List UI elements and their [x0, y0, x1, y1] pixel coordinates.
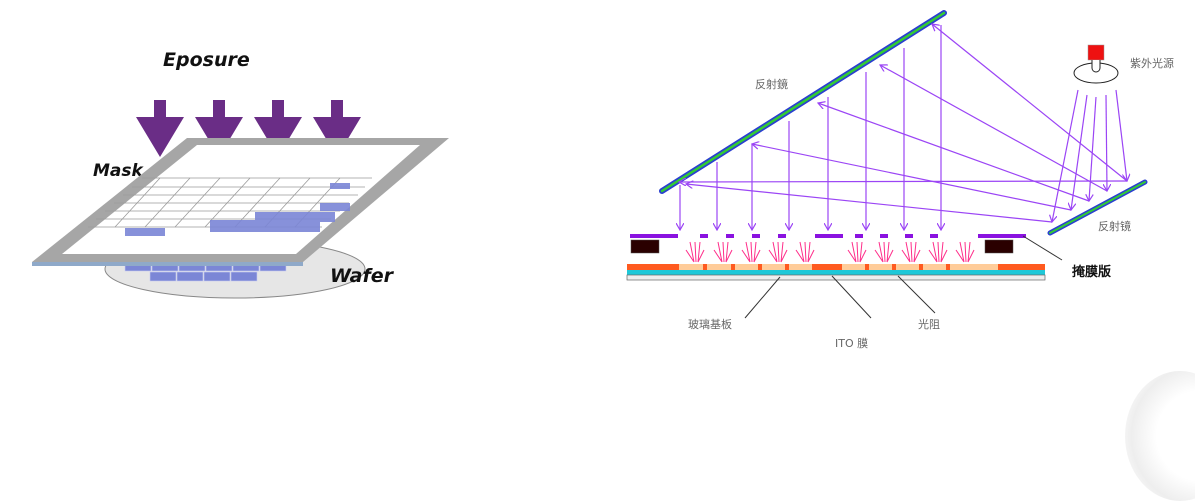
ito-film-label: ITO 膜: [835, 337, 868, 350]
wafer-label: Wafer: [330, 265, 395, 287]
exposure-light: [685, 241, 975, 263]
exposure-title: Eposure: [163, 49, 250, 71]
exposure-schematic: Eposure Mask: [0, 0, 460, 360]
large-mirror-label: 反射鏡: [755, 77, 788, 91]
substrate-stack: [626, 264, 1046, 281]
page-curl-decoration: [1125, 371, 1195, 501]
photomask-label: 掩膜版: [1072, 264, 1111, 280]
exposure-arrows: [136, 100, 361, 157]
large-mirror: [659, 10, 947, 194]
down-arrow-icon: [136, 100, 184, 157]
leader-lines: [744, 235, 1063, 319]
small-mirror-label: 反射镜: [1098, 219, 1131, 233]
glass-substrate-label: 玻璃基板: [688, 317, 732, 331]
down-arrow-icon: [195, 100, 243, 157]
down-arrow-icon: [313, 100, 361, 157]
mask-holder-left: [630, 239, 660, 254]
uv-source-label: 紫外光源: [1130, 56, 1174, 70]
uv-rays: [679, 24, 1127, 230]
photomask: [630, 234, 1026, 238]
photoresist-label: 光阻: [918, 317, 940, 331]
small-mirror: [1047, 179, 1148, 236]
down-arrow-icon: [254, 100, 302, 157]
mask-label: Mask: [93, 161, 145, 181]
uv-lamp-icon: [1073, 44, 1119, 84]
mask-holder-right: [984, 239, 1014, 254]
mask-plate: [32, 138, 449, 266]
optical-path-diagram: 反射鏡 反射镜 紫外光源: [615, 0, 1195, 370]
